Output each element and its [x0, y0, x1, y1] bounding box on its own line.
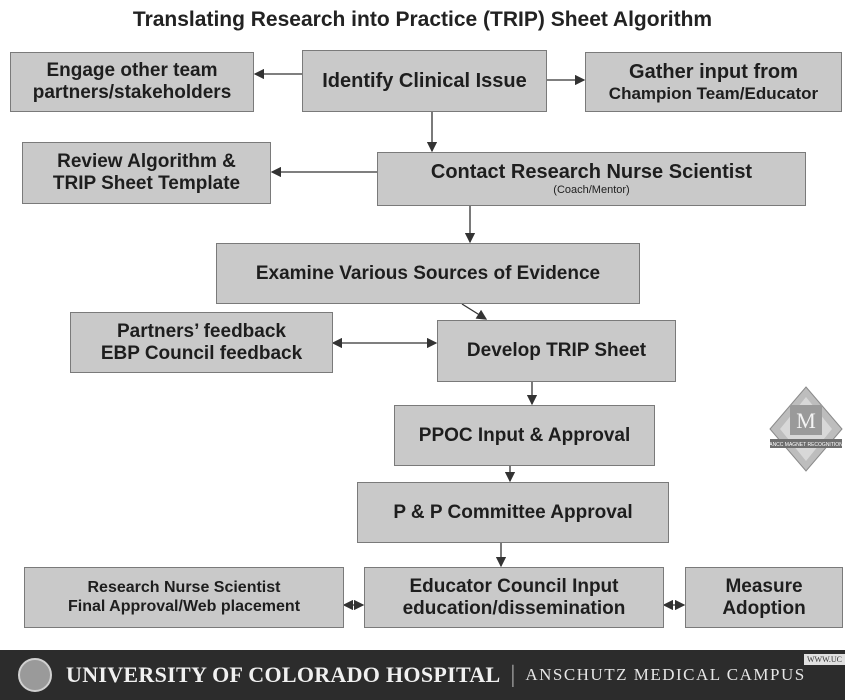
box-identify-label: Identify Clinical Issue — [322, 69, 527, 92]
box-engage-line-2: partners/stakeholders — [32, 82, 232, 103]
footer-banner: UNIVERSITY OF COLORADO HOSPITAL | ANSCHU… — [0, 650, 845, 700]
box-pp-committee: P & P Committee Approval — [357, 482, 669, 543]
box-examine-label: Examine Various Sources of Evidence — [255, 262, 601, 284]
arrow-examine-to-develop — [461, 303, 488, 320]
box-educator-line-1: Educator Council Input — [409, 575, 619, 597]
magnet-caption: ANCC MAGNET RECOGNITION — [769, 442, 843, 448]
box-gather-input: Gather input from Champion Team/Educator — [585, 52, 842, 112]
box-pp-label: P & P Committee Approval — [393, 501, 633, 523]
box-research-final-line-1: Research Nurse Scientist — [87, 579, 281, 597]
box-gather-line-2: Champion Team/Educator — [608, 83, 819, 103]
box-partners-feedback: Partners’ feedback EBP Council feedback — [70, 312, 333, 373]
box-identify-clinical-issue: Identify Clinical Issue — [302, 50, 547, 112]
magnet-letter: M — [796, 408, 816, 433]
box-measure-line-1: Measure — [725, 575, 803, 597]
footer-web-tag: WWW.UC — [803, 654, 845, 665]
box-research-final-line-2: Final Approval/Web placement — [67, 597, 301, 615]
box-ppoc-label: PPOC Input & Approval — [418, 424, 631, 446]
box-engage-stakeholders: Engage other team partners/stakeholders — [10, 52, 254, 112]
box-contact-sublabel: (Coach/Mentor) — [553, 184, 630, 197]
footer-campus-name: ANSCHUTZ MEDICAL CAMPUS — [525, 665, 806, 684]
box-review-line-1: Review Algorithm & — [57, 151, 236, 173]
box-examine-evidence: Examine Various Sources of Evidence — [216, 243, 640, 304]
box-educator-council: Educator Council Input education/dissemi… — [364, 567, 664, 628]
magnet-recognition-logo: M ANCC MAGNET RECOGNITION — [769, 386, 843, 472]
footer-hospital-name: UNIVERSITY OF COLORADO HOSPITAL — [66, 662, 501, 687]
box-engage-line-1: Engage other team — [46, 60, 218, 82]
box-develop-trip-sheet: Develop TRIP Sheet — [437, 320, 676, 382]
box-contact-research-nurse: Contact Research Nurse Scientist (Coach/… — [377, 152, 806, 206]
box-educator-line-2: education/dissemination — [402, 597, 626, 619]
box-review-line-2: TRIP Sheet Template — [52, 173, 241, 194]
box-contact-label: Contact Research Nurse Scientist — [430, 161, 753, 184]
box-review-algorithm: Review Algorithm & TRIP Sheet Template — [22, 142, 271, 204]
box-research-final-approval: Research Nurse Scientist Final Approval/… — [24, 567, 344, 628]
connector-arrows — [253, 68, 686, 611]
footer-separator: | — [510, 661, 516, 688]
box-gather-line-1: Gather input from — [629, 60, 798, 83]
university-seal-icon — [18, 658, 52, 692]
diagram-title: Translating Research into Practice (TRIP… — [132, 8, 713, 31]
box-develop-label: Develop TRIP Sheet — [466, 340, 647, 362]
box-partners-line-1: Partners’ feedback — [117, 320, 286, 342]
box-measure-line-2: Adoption — [722, 597, 806, 619]
box-ppoc-approval: PPOC Input & Approval — [394, 405, 655, 466]
box-measure-adoption: Measure Adoption — [685, 567, 843, 628]
box-partners-line-2: EBP Council feedback — [100, 342, 303, 364]
